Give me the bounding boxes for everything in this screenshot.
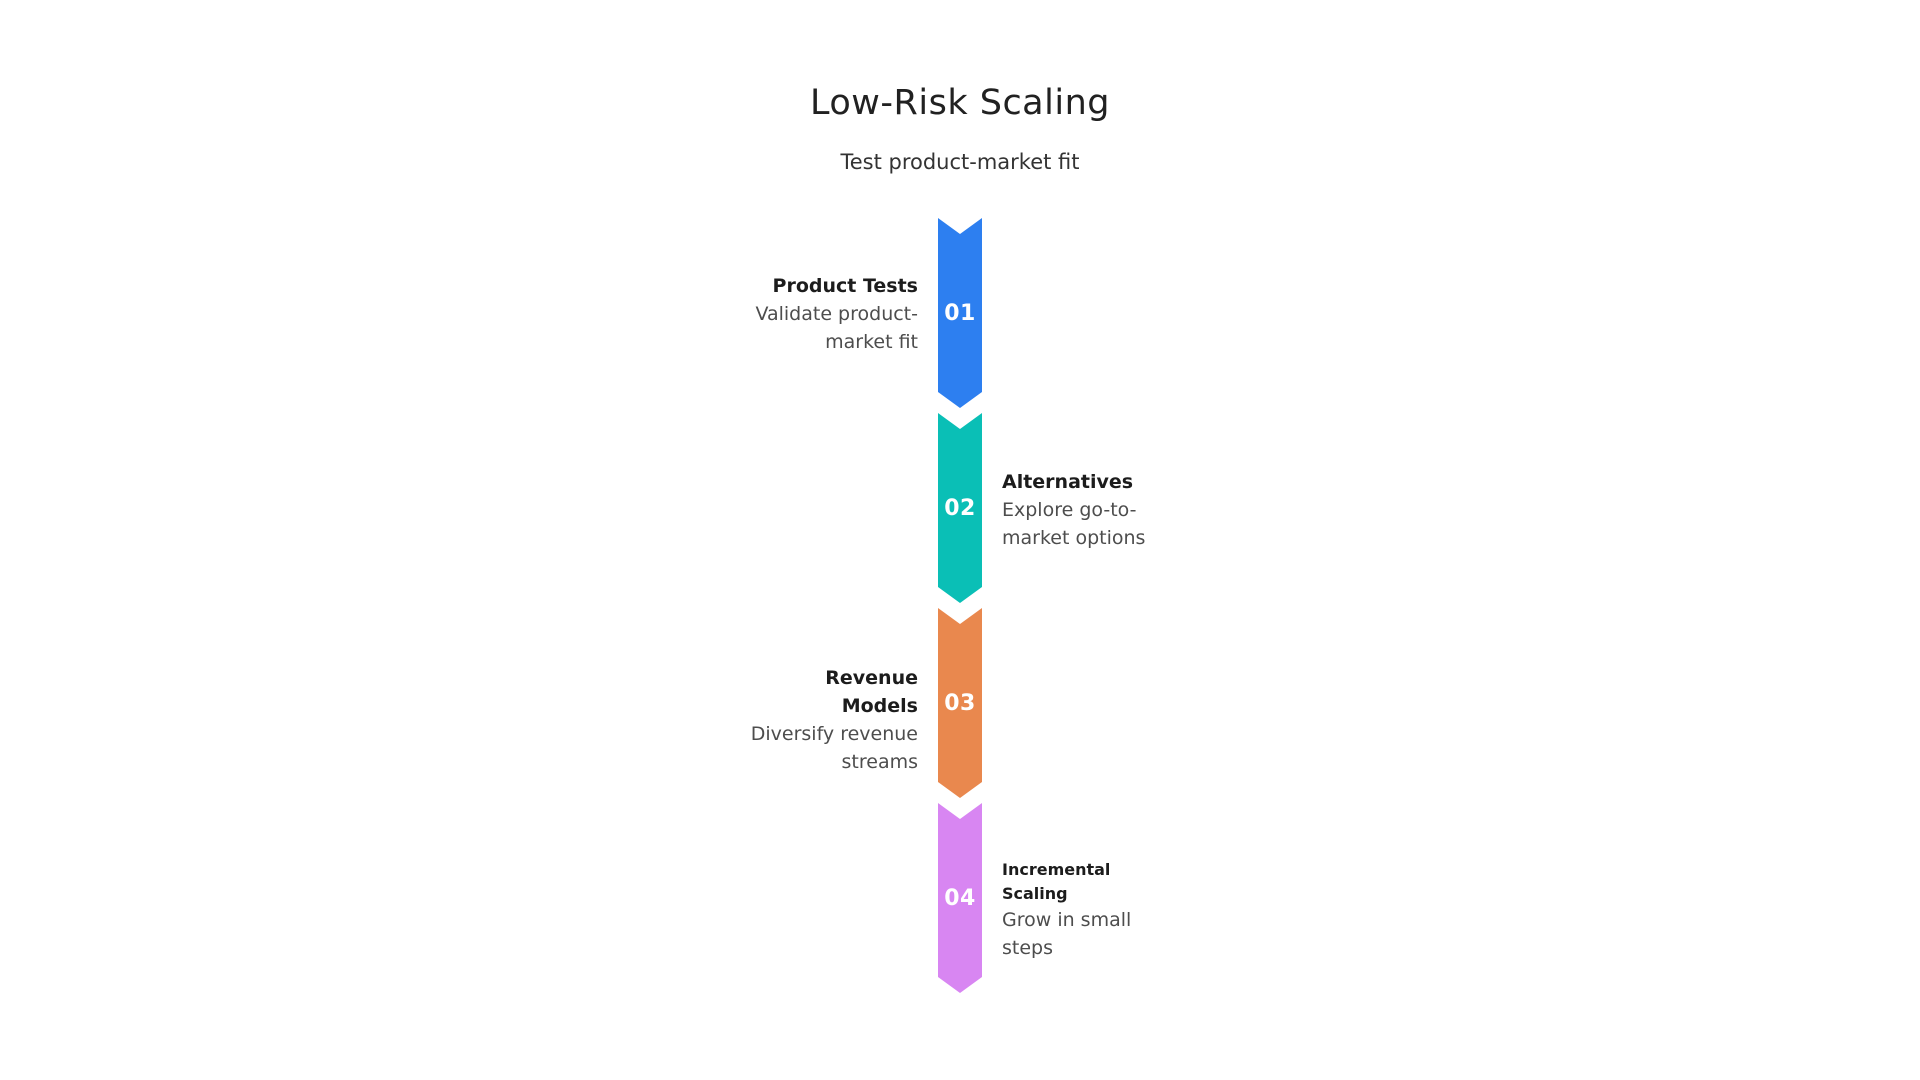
step-number-3: 03: [944, 690, 976, 716]
step-label-3: Revenue Models Diversify revenue streams: [743, 664, 918, 776]
step-title-1: Product Tests: [772, 275, 918, 297]
chevron-step-1: 01: [938, 218, 982, 408]
step-title-4: Incremental Scaling: [1002, 860, 1111, 903]
chevron-step-3: 03: [938, 608, 982, 798]
step-description-3: Diversify revenue streams: [750, 723, 918, 773]
step-title-2: Alternatives: [1002, 471, 1134, 493]
step-number-2: 02: [944, 495, 976, 521]
step-label-4: Incremental Scaling Grow in small steps: [1002, 858, 1152, 962]
chevron-step-4: 04: [938, 803, 982, 993]
chevron-timeline: 01 02 03 04: [938, 218, 982, 998]
step-description-1: Validate product-market fit: [755, 303, 918, 353]
step-title-3: Revenue Models: [825, 667, 918, 717]
diagram-title: Low-Risk Scaling: [810, 83, 1110, 123]
step-number-4: 04: [944, 885, 976, 911]
step-number-1: 01: [944, 300, 976, 326]
step-description-2: Explore go-to-market options: [1002, 499, 1146, 549]
step-label-1: Product Tests Validate product-market fi…: [743, 272, 918, 356]
step-label-2: Alternatives Explore go-to-market option…: [1002, 468, 1177, 552]
step-description-4: Grow in small steps: [1002, 909, 1132, 959]
chevron-step-2: 02: [938, 413, 982, 603]
diagram-subtitle: Test product-market fit: [840, 150, 1080, 174]
